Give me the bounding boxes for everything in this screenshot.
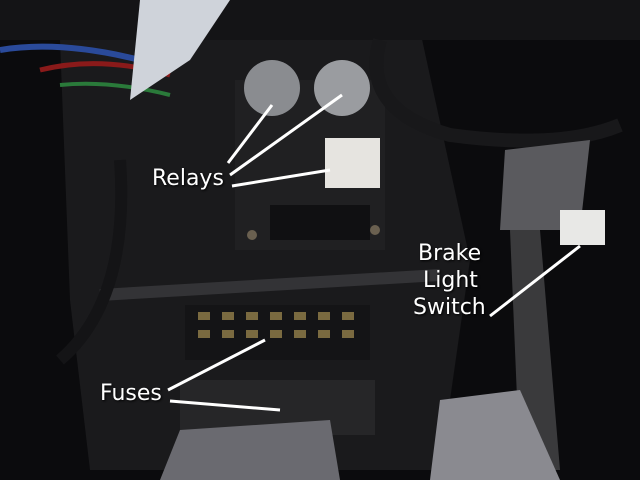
fuse-box (180, 305, 375, 435)
fuses-label: Fuses (100, 381, 162, 406)
brake-switch-pointer (489, 244, 581, 318)
fuses-pointer-2 (169, 399, 281, 412)
floor-mat (160, 390, 560, 480)
relays-pointer-3 (231, 168, 331, 188)
relays-label: Relays (152, 166, 224, 191)
cross-bar (99, 269, 441, 301)
annotation-lines (167, 93, 581, 412)
brake-light-switch-label: Brake Light Switch (413, 240, 486, 321)
fuses-pointer-1 (167, 338, 266, 392)
harness-cable (56, 38, 623, 365)
switch-label-line: Switch (413, 295, 486, 320)
relays-pointer-2 (229, 93, 343, 177)
relay-block (235, 60, 385, 250)
light-label-line: Light (423, 268, 478, 293)
brake-label-line: Brake (418, 241, 482, 266)
relays-pointer-1 (226, 104, 274, 164)
